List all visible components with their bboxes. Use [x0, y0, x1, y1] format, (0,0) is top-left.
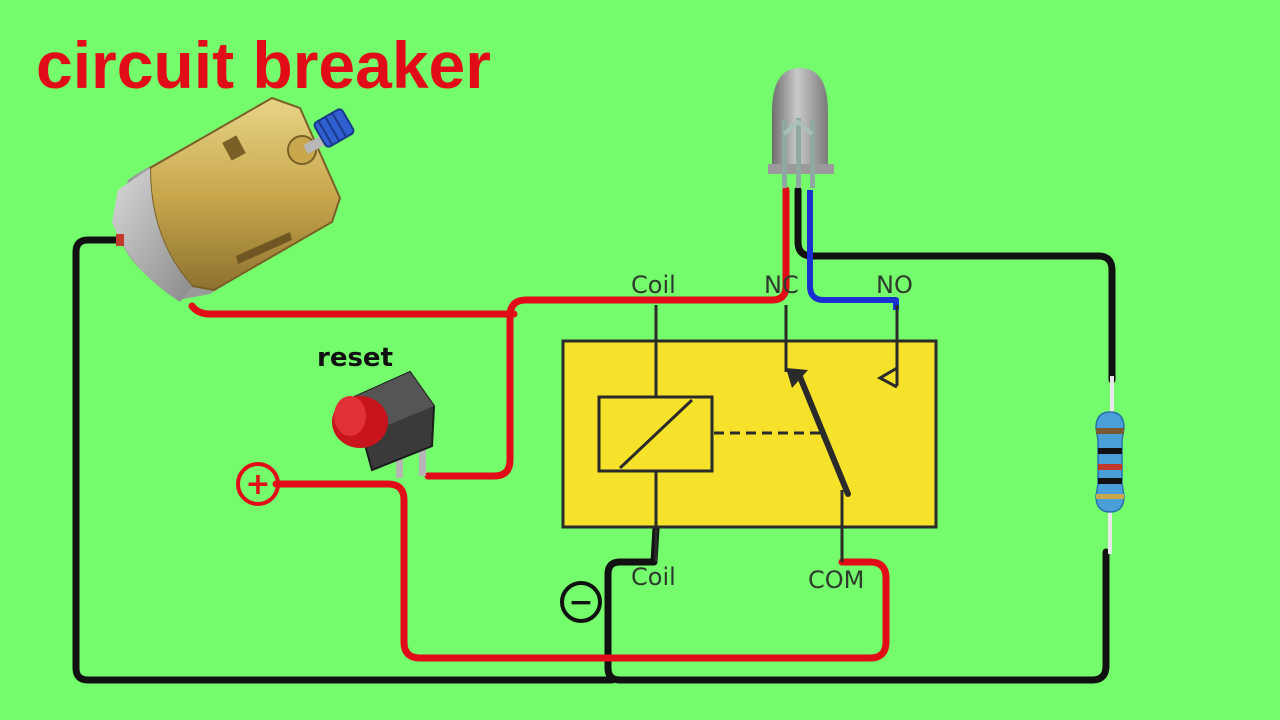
label-reset: reset	[317, 343, 393, 373]
wire-motor-ground	[72, 236, 616, 684]
dc-motor	[112, 96, 355, 302]
plus-terminal: +	[236, 462, 280, 506]
black-wires	[72, 186, 1116, 684]
label-com: COM	[808, 566, 864, 594]
label-coil-top: Coil	[631, 271, 676, 299]
nc-contact	[786, 368, 808, 388]
diagram-title: circuit breaker	[36, 28, 491, 102]
motor-gear	[313, 108, 355, 148]
relay-switch-arm	[795, 369, 851, 497]
label-coil-bottom: Coil	[631, 563, 676, 591]
minus-sign: −	[568, 585, 593, 620]
wire-reset-to-coil	[424, 186, 790, 480]
wire-led-to-resistor	[794, 186, 1116, 384]
minus-terminal: −	[560, 581, 602, 623]
label-no: NO	[876, 271, 913, 299]
label-nc: NC	[764, 271, 799, 299]
relay-coil	[597, 395, 714, 473]
led	[768, 68, 834, 188]
red-wires	[188, 186, 890, 662]
resistor	[1095, 376, 1125, 554]
reset-button: reset	[317, 343, 436, 478]
wire-plus-to-com	[272, 480, 890, 662]
wire-motor-to-nc	[188, 302, 518, 318]
wire-resistor-return	[604, 524, 1110, 684]
relay	[561, 305, 938, 562]
wire-led-to-no	[807, 190, 899, 310]
no-contact	[876, 366, 898, 389]
plus-sign: +	[245, 467, 270, 502]
